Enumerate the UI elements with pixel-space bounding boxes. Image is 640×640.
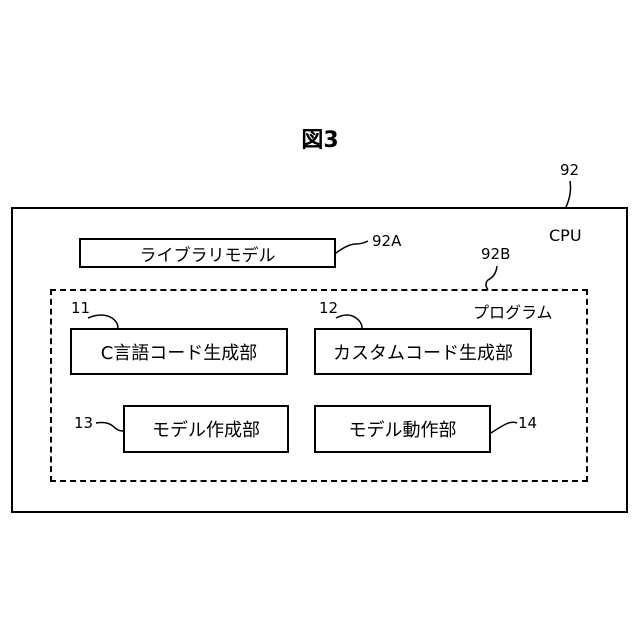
leader-program (486, 266, 497, 290)
leader-block-14 (491, 422, 517, 433)
leader-cpu (566, 181, 571, 207)
leader-library (336, 241, 368, 253)
leader-block-13 (96, 423, 123, 432)
leader-block-12 (336, 315, 362, 328)
leader-block-11 (88, 315, 118, 328)
